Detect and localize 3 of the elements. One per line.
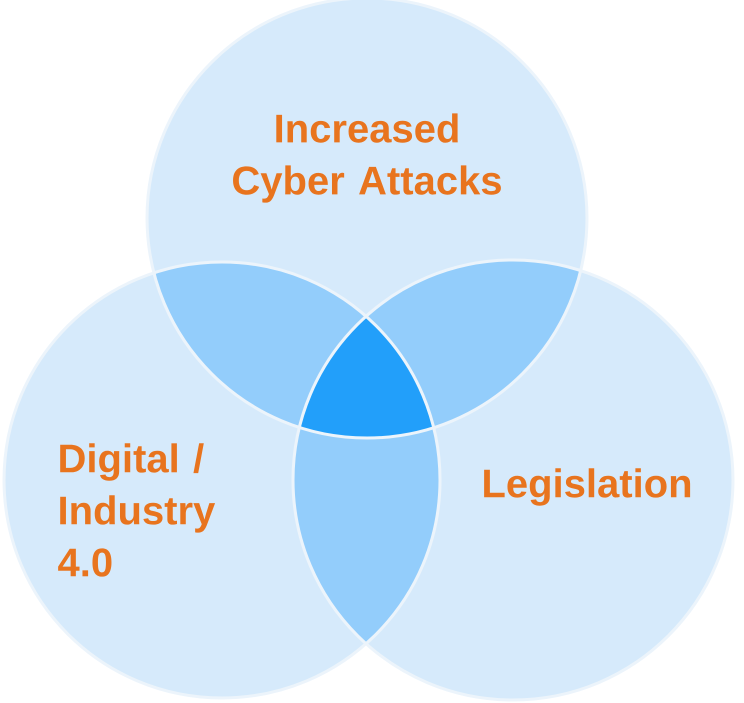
circle-label: Legislation	[484, 468, 690, 506]
circle-label: Digital / Industry 4.0	[58, 443, 216, 577]
circle-label: Increased Cyber Attacks	[233, 113, 501, 203]
